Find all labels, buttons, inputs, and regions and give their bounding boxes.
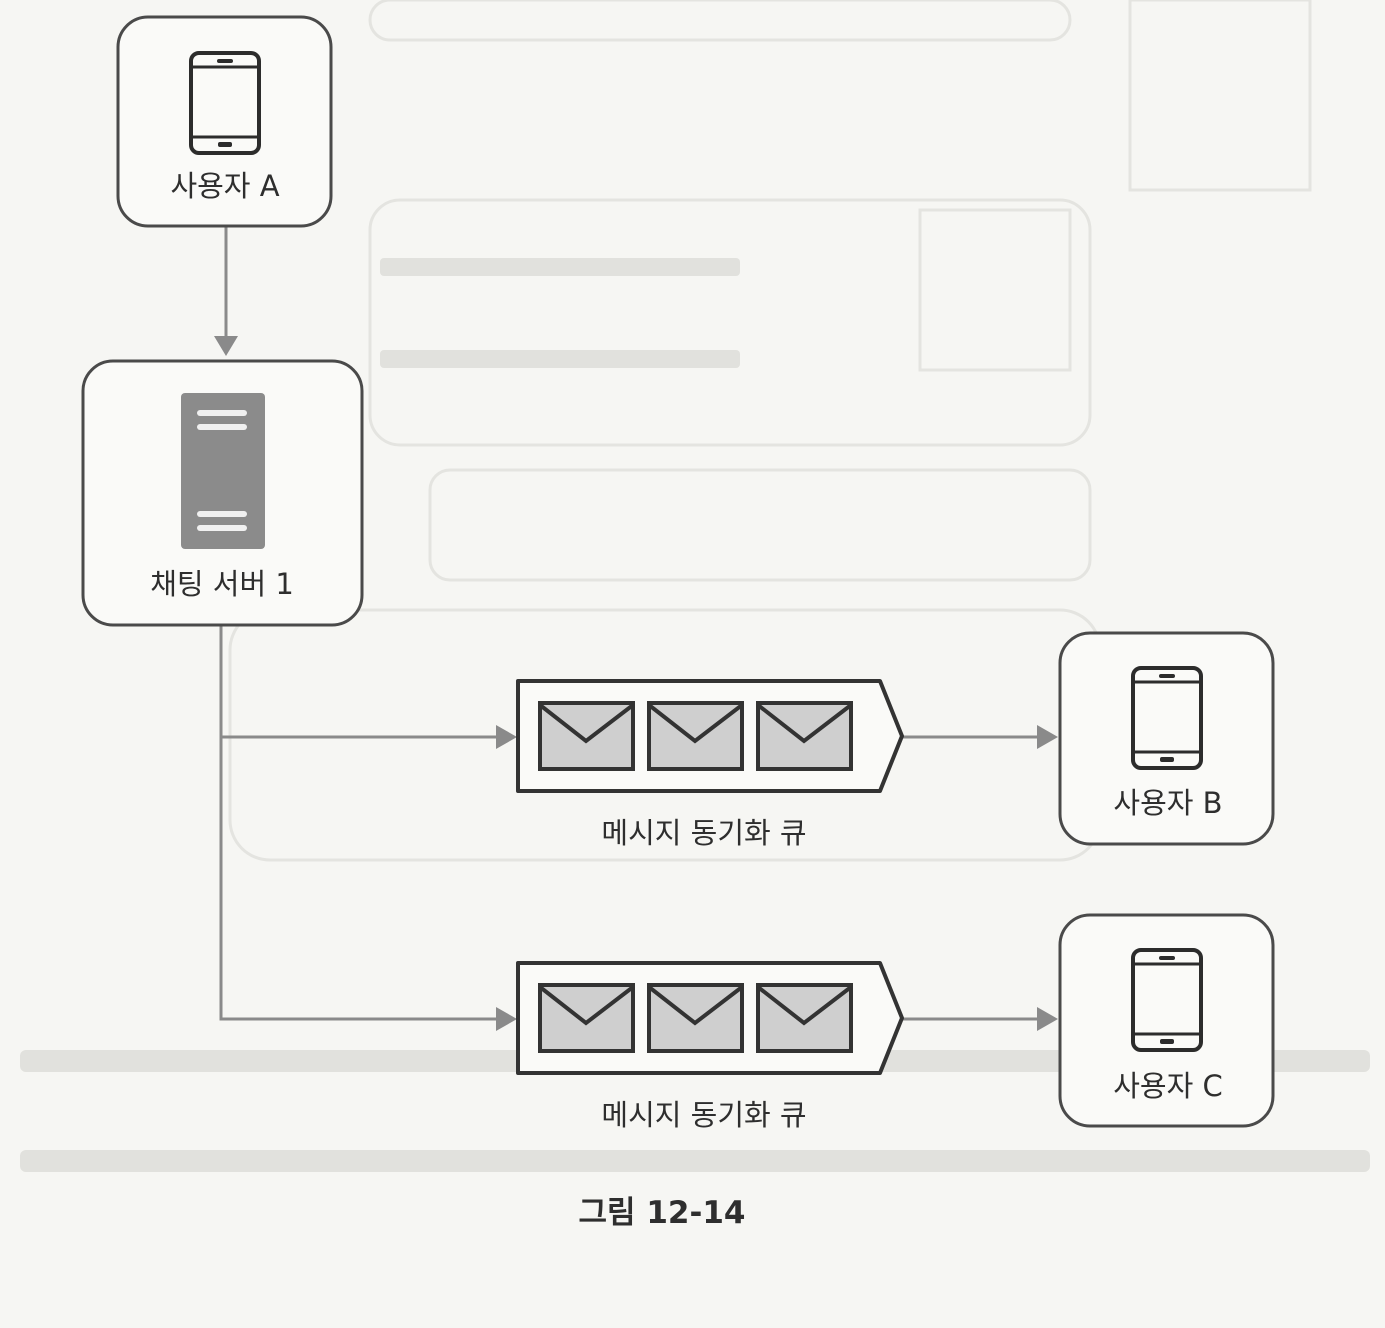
message-queue-icon xyxy=(516,679,904,793)
message-queue-icon xyxy=(516,961,904,1075)
queue-user-b-label: 메시지 동기화 큐 xyxy=(601,816,806,850)
edge-queue-b-to-user-b xyxy=(900,725,1058,749)
node-user-a-label: 사용자 A xyxy=(170,169,279,203)
node-user-b: 사용자 B xyxy=(1058,631,1275,846)
node-user-c: 사용자 C xyxy=(1058,913,1275,1128)
background-bleed-through xyxy=(20,0,1370,1172)
smartphone-icon xyxy=(189,51,261,155)
server-icon xyxy=(181,393,265,549)
node-user-c-label: 사용자 C xyxy=(1113,1069,1223,1103)
edge-user-a-to-chat-server xyxy=(214,225,238,356)
queue-user-b: 메시지 동기화 큐 xyxy=(516,679,904,850)
smartphone-icon xyxy=(1131,666,1203,770)
node-chat-server-label: 채팅 서버 1 xyxy=(150,567,294,601)
queue-user-c: 메시지 동기화 큐 xyxy=(516,961,904,1132)
edge-queue-c-to-user-c xyxy=(900,1007,1058,1031)
node-chat-server: 채팅 서버 1 xyxy=(81,359,364,627)
smartphone-icon xyxy=(1131,948,1203,1052)
edge-chat-server-trunk xyxy=(219,624,517,1031)
queue-user-c-label: 메시지 동기화 큐 xyxy=(601,1098,806,1132)
edge-chat-server-to-queue-b xyxy=(221,725,517,749)
figure-caption: 그림 12-14 xyxy=(579,1195,746,1231)
node-user-b-label: 사용자 B xyxy=(1113,786,1222,820)
node-user-a: 사용자 A xyxy=(116,15,333,228)
